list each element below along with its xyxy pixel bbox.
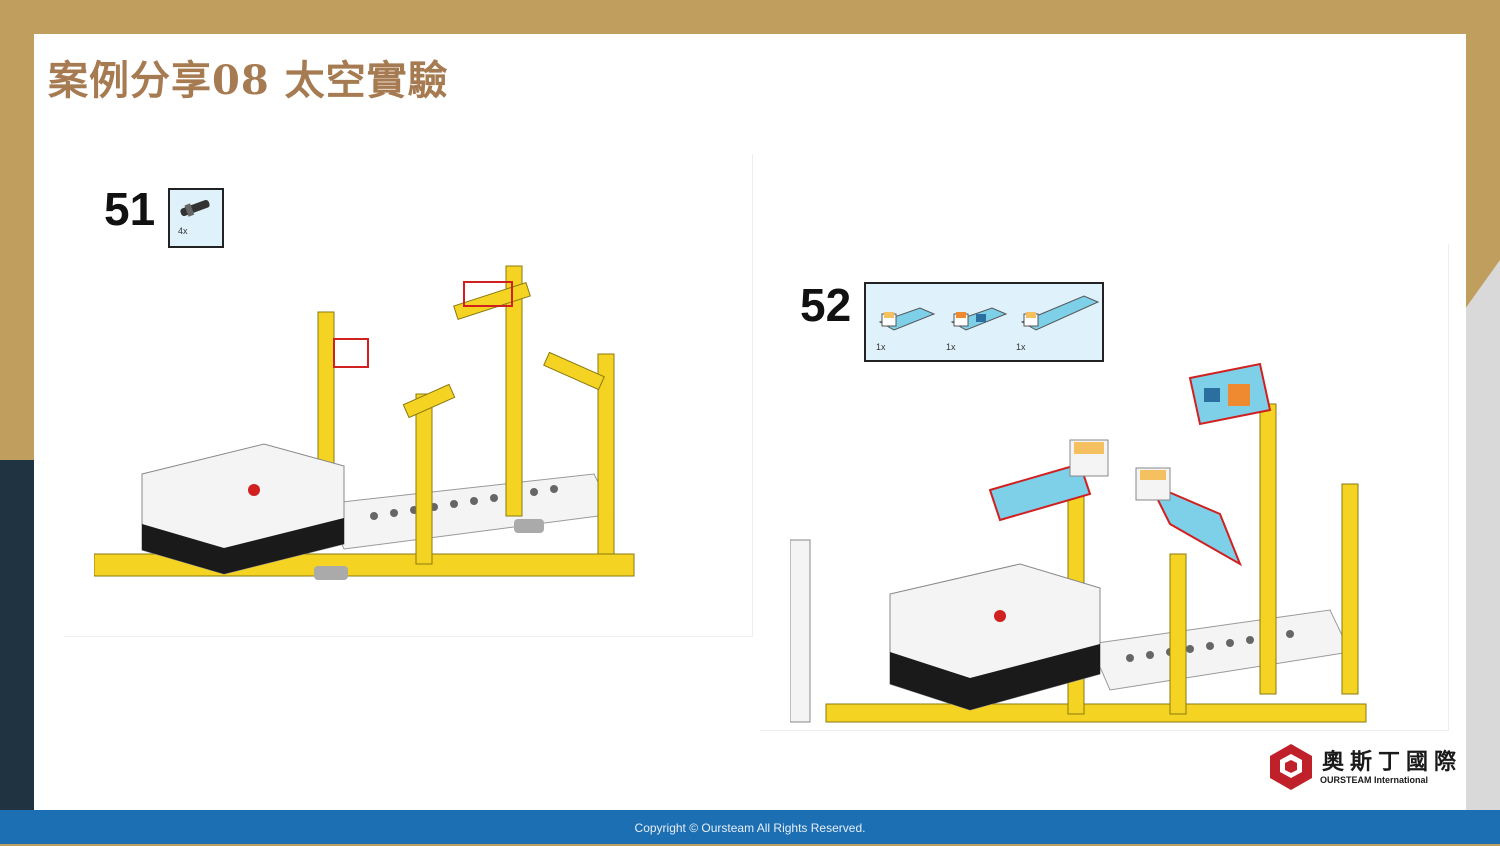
part-qty: 1x: [1016, 342, 1026, 352]
step-number: 52: [800, 279, 852, 331]
cube-logo-icon: [1270, 744, 1312, 790]
lego-assembly-illustration: [94, 265, 635, 580]
logo-name-cn: 奧斯丁國際: [1322, 750, 1463, 775]
lego-assembly-illustration: [790, 362, 1367, 723]
connector-peg-icon: [180, 199, 210, 217]
step-51-panel: 51 4x: [64, 154, 753, 637]
sensor-module-c-icon: [1020, 295, 1100, 331]
slide-canvas: 案例分享08 太空實驗 51 4x: [34, 34, 1466, 810]
footer-copyright: Copyright © Oursteam All Rights Reserved…: [0, 810, 1500, 844]
parts-callout: 1x 1x 1x: [864, 282, 1104, 362]
logo-name-en: OURSTEAM International: [1320, 775, 1429, 785]
slide-title: 案例分享08 太空實驗: [48, 57, 449, 104]
company-logo: 奧斯丁國際 OURSTEAM International: [1268, 742, 1458, 794]
sensor-module-a-icon: [878, 307, 936, 331]
step-number: 51: [104, 183, 156, 235]
step-52-panel: 52 1x 1x 1x: [760, 244, 1449, 731]
part-qty: 1x: [946, 342, 956, 352]
part-qty: 1x: [876, 342, 886, 352]
parts-callout: 4x: [168, 188, 224, 248]
part-qty: 4x: [178, 226, 188, 236]
sensor-module-b-icon: [950, 307, 1008, 331]
